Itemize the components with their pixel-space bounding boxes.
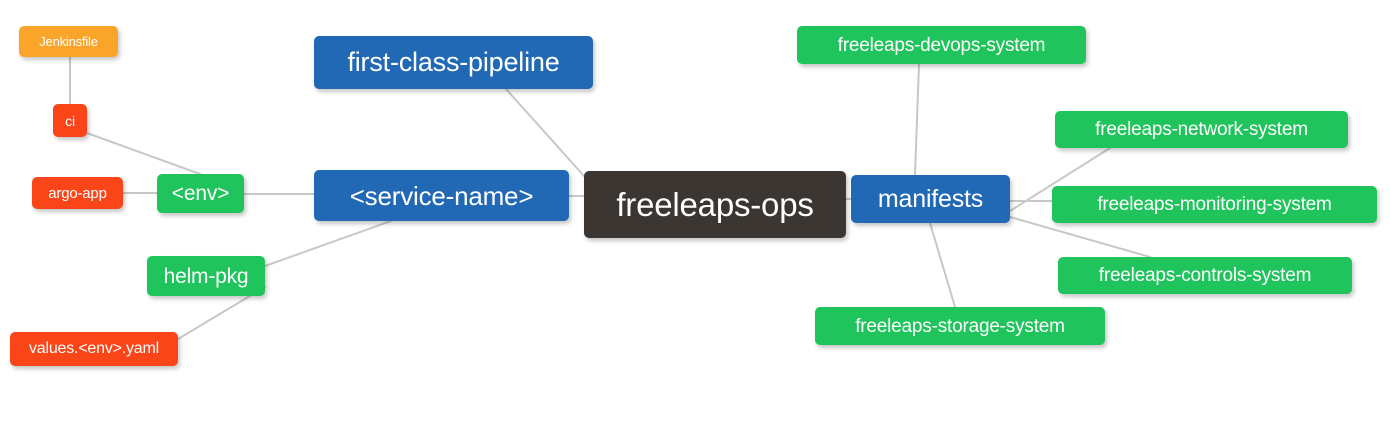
mindmap-node-ci[interactable]: ci bbox=[53, 104, 87, 137]
mindmap-node-label: values.<env>.yaml bbox=[28, 340, 159, 357]
mindmap-node-label: Jenkinsfile bbox=[39, 34, 98, 49]
mindmap-node-freeleaps-storage-system[interactable]: freeleaps-storage-system bbox=[815, 307, 1105, 345]
edge-first-class-pipeline-to-freeleaps-ops bbox=[505, 88, 585, 177]
mindmap-node-freeleaps-network-system[interactable]: freeleaps-network-system bbox=[1055, 111, 1348, 148]
edge-manifests-to-freeleaps-storage-system bbox=[929, 222, 956, 308]
mindmap-node-helm-pkg[interactable]: helm-pkg bbox=[147, 256, 265, 296]
mindmap-node-freeleaps-ops[interactable]: freeleaps-ops bbox=[584, 171, 846, 238]
mindmap-node-label: freeleaps-controls-system bbox=[1098, 265, 1312, 286]
mindmap-node-label: first-class-pipeline bbox=[347, 47, 560, 77]
mindmap-node-freeleaps-devops-system[interactable]: freeleaps-devops-system bbox=[797, 26, 1086, 64]
mindmap-node-manifests[interactable]: manifests bbox=[851, 175, 1010, 223]
mindmap-node-label: freeleaps-network-system bbox=[1095, 119, 1308, 140]
mindmap-node-label: ci bbox=[65, 112, 75, 129]
edge-ci-to-env bbox=[86, 132, 201, 175]
mindmap-node-env[interactable]: <env> bbox=[157, 174, 244, 213]
mindmap-node-service-name[interactable]: <service-name> bbox=[314, 170, 569, 221]
mindmap-node-argo-app[interactable]: argo-app bbox=[32, 177, 123, 209]
mindmap-node-label: <env> bbox=[171, 182, 230, 205]
mindmap-node-label: freeleaps-monitoring-system bbox=[1097, 194, 1332, 215]
edge-manifests-to-freeleaps-devops-system bbox=[914, 63, 920, 176]
mindmap-node-freeleaps-controls-system[interactable]: freeleaps-controls-system bbox=[1058, 257, 1352, 294]
mindmap-node-first-class-pipeline[interactable]: first-class-pipeline bbox=[314, 36, 593, 89]
mindmap-node-label: freeleaps-storage-system bbox=[855, 315, 1065, 337]
mindmap-node-label: <service-name> bbox=[349, 180, 534, 211]
edge-helm-pkg-to-service-name bbox=[264, 220, 392, 267]
mindmap-node-label: manifests bbox=[877, 184, 984, 213]
mindmap-node-label: helm-pkg bbox=[163, 264, 249, 288]
mindmap-node-freeleaps-monitoring-system[interactable]: freeleaps-monitoring-system bbox=[1052, 186, 1377, 223]
edge-manifests-to-freeleaps-controls-system bbox=[1009, 216, 1151, 258]
mindmap-node-values-yaml[interactable]: values.<env>.yaml bbox=[10, 332, 178, 366]
mindmap-node-label: argo-app bbox=[48, 184, 107, 202]
mindmap-node-jenkinsfile[interactable]: Jenkinsfile bbox=[19, 26, 118, 57]
mindmap-node-label: freeleaps-devops-system bbox=[837, 34, 1046, 56]
mindmap-node-label: freeleaps-ops bbox=[616, 186, 814, 223]
